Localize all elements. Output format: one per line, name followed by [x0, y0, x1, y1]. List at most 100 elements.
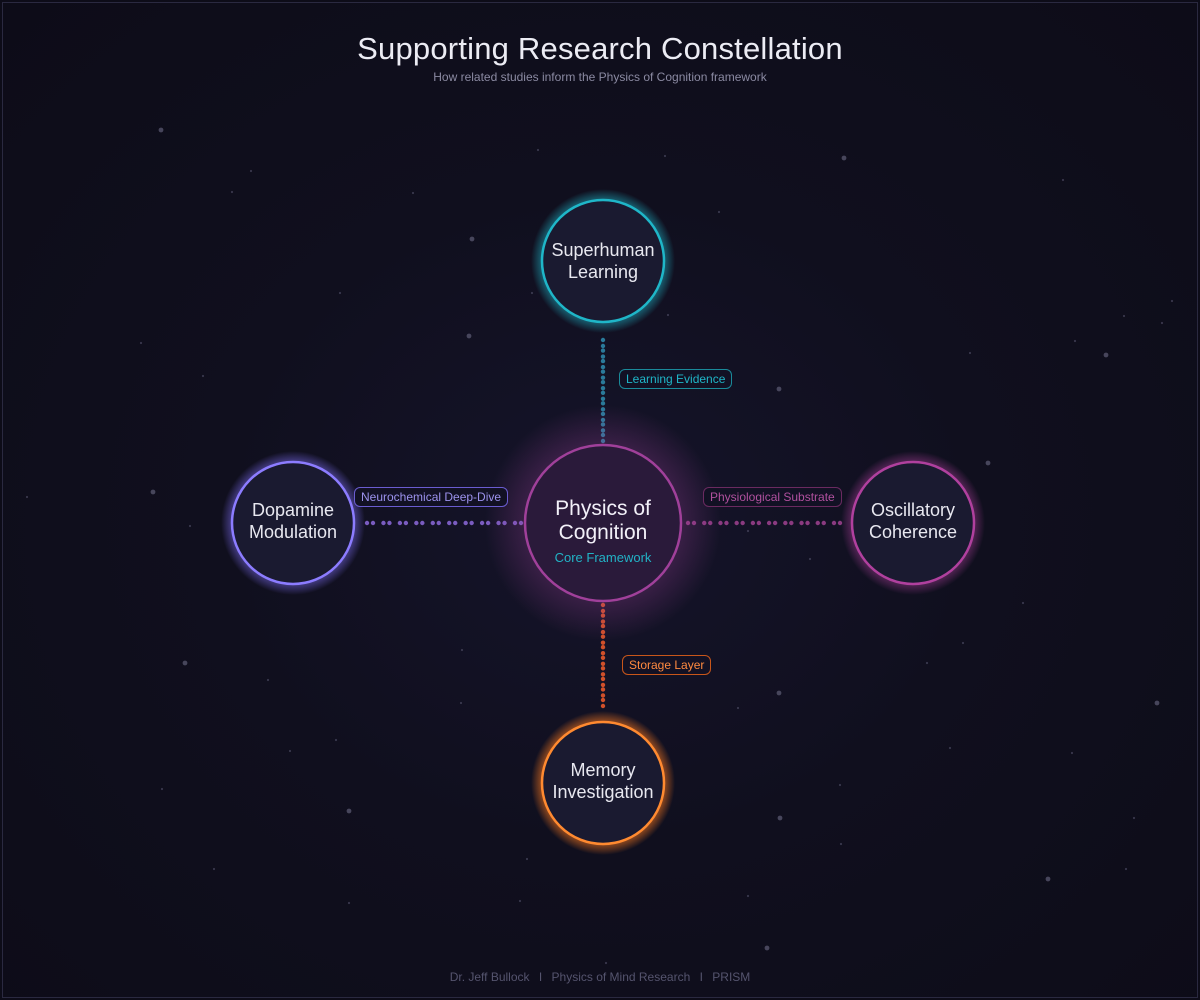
edge-dot [600, 364, 606, 370]
edge-dot [479, 520, 485, 526]
center-node-circle[interactable] [523, 443, 683, 603]
edge-dot [600, 676, 606, 682]
edge-dot [600, 380, 606, 385]
edge-dot [414, 520, 419, 526]
edge-dot [600, 682, 606, 688]
center-node-subtitle: Core Framework [554, 550, 652, 565]
star [1103, 352, 1109, 358]
edge-label-learning-evidence: Learning Evidence [619, 369, 733, 389]
star [249, 169, 253, 173]
edge-dot [783, 520, 788, 526]
star [334, 738, 338, 742]
footer-author: Dr. Jeff Bullock [449, 970, 530, 984]
star [525, 857, 529, 861]
star-field [25, 127, 1174, 965]
edge-dot [364, 520, 370, 526]
footer-separator: I [699, 970, 703, 984]
center-node-title-line1: Physics of [555, 497, 651, 520]
edge-dot [815, 520, 820, 526]
star [925, 661, 929, 665]
star [839, 842, 843, 846]
edge-dot [805, 520, 810, 526]
page-title: Supporting Research Constellation [357, 31, 843, 66]
node-label-line1: Superhuman [551, 240, 655, 260]
node-label-line2: Modulation [248, 522, 338, 542]
star [604, 961, 608, 965]
node-label-superhuman-learning: Superhuman Learning [551, 239, 654, 283]
star [808, 557, 812, 561]
node-label-line1: Oscillatory [870, 500, 955, 520]
edge-dot [600, 343, 606, 349]
edge-dot [600, 661, 606, 666]
node-label-line2: Learning [567, 262, 639, 282]
edge-dot [600, 386, 606, 391]
edge-dot [370, 520, 376, 526]
edge-dot [831, 520, 837, 526]
star [139, 341, 143, 345]
edge-dot [600, 337, 606, 343]
edge-dot [381, 520, 386, 526]
node-circle-memory-investigation[interactable] [540, 720, 666, 846]
star [466, 333, 472, 339]
constellation-svg [25, 127, 1174, 965]
node-circle-superhuman-learning[interactable] [540, 198, 666, 324]
star [841, 155, 847, 161]
node-circle-dopamine-modulation[interactable] [230, 460, 356, 586]
star [666, 313, 670, 317]
star [1061, 178, 1065, 182]
edge-dot [430, 520, 435, 526]
node-circle-oscillatory-coherence[interactable] [850, 460, 976, 586]
star [717, 210, 721, 214]
star [736, 706, 740, 710]
edge-dot [600, 640, 606, 645]
edge-dot [600, 651, 606, 656]
star [346, 808, 352, 814]
edge-dot [600, 396, 606, 401]
star [530, 291, 534, 295]
edge-dot [772, 520, 778, 526]
center-node-title-line2: Cognition [558, 521, 648, 544]
star [460, 648, 464, 652]
star [266, 678, 270, 682]
star [518, 899, 522, 903]
edge-dot [403, 520, 409, 526]
edge-dot [600, 358, 606, 364]
edge-dot [600, 703, 606, 709]
center-node-label: Physics of Cognition Core Framework [555, 497, 652, 565]
edge-label-neurochemical-deep-dive: Neurochemical Deep-Dive [354, 487, 509, 507]
edge-dot [453, 520, 458, 526]
star [1132, 816, 1136, 820]
star [1122, 314, 1126, 318]
star [777, 815, 783, 821]
star [776, 386, 782, 392]
node-label-line2: Investigation [552, 782, 654, 802]
edge-dot [600, 655, 606, 660]
star [764, 945, 770, 951]
edge-dot [420, 520, 425, 526]
edge-dot [600, 348, 606, 353]
edge-dot [600, 693, 606, 698]
edge-dot [447, 520, 452, 526]
star [188, 524, 192, 528]
star [948, 746, 952, 750]
footer-project: PRISM [712, 970, 751, 984]
node-label-line2: Coherence [868, 522, 958, 542]
star [1124, 867, 1128, 871]
edge-dot [756, 520, 762, 526]
edge-label-physiological-substrate: Physiological Substrate [703, 487, 842, 507]
star [160, 787, 164, 791]
edge-dot [600, 375, 606, 380]
star [746, 894, 750, 898]
star [230, 190, 234, 194]
star [338, 291, 342, 295]
page-subtitle: How related studies inform the Physics o… [433, 70, 767, 84]
star [201, 374, 205, 378]
star [1021, 601, 1025, 605]
edge-dot [436, 520, 441, 526]
star [536, 148, 540, 152]
star [212, 867, 216, 871]
edge-dot [463, 520, 468, 526]
star [968, 351, 972, 355]
star [1160, 321, 1164, 325]
